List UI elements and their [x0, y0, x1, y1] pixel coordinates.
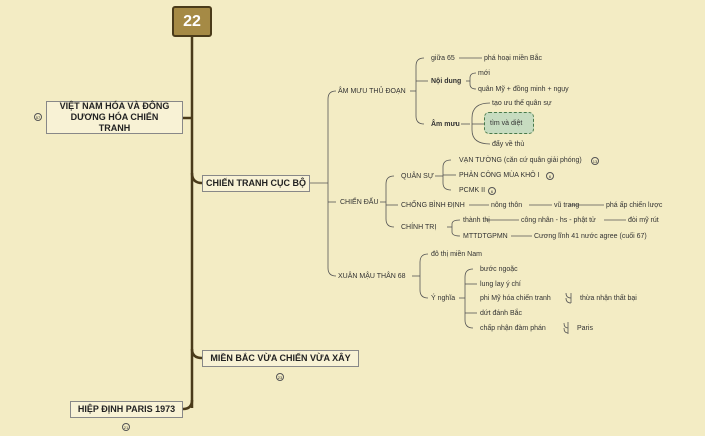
node-giua-65[interactable]: giữa 65: [431, 55, 455, 62]
node-buoc-ngoac[interactable]: bước ngoặc: [480, 266, 518, 273]
node-y-nghia[interactable]: Ý nghĩa: [431, 295, 456, 302]
pcmk2-badge: 6: [488, 187, 496, 195]
node-quan-su[interactable]: QUÂN SỰ: [401, 173, 434, 180]
node-day-ve[interactable]: đẩy về thủ: [492, 141, 525, 148]
node-tim-diet[interactable]: tìm và diệt: [490, 120, 523, 127]
node-xuan-mau-than[interactable]: XUÂN MẬU THÂN 68: [338, 273, 406, 280]
node-pcmk2[interactable]: PCMK II: [459, 187, 486, 194]
vnh-count-badge: 57: [34, 113, 42, 121]
node-chinh-tri[interactable]: CHÍNH TRỊ: [401, 224, 437, 231]
node-hiep-dinh-paris[interactable]: HIỆP ĐỊNH PARIS 1973: [70, 401, 183, 418]
highlight-tim-diet: [484, 112, 534, 134]
node-phi-my-hoa[interactable]: phi Mỹ hóa chiến tranh: [480, 295, 551, 302]
node-paris[interactable]: Paris: [577, 325, 593, 332]
node-am-muu[interactable]: Âm mưu: [431, 121, 460, 128]
paris-count-badge: 21: [122, 423, 130, 431]
van-tuong-badge: 13: [591, 157, 599, 165]
node-moi[interactable]: mới: [478, 70, 490, 77]
node-cuong-linh[interactable]: Cương lĩnh 41 nước agree (cuối 67): [534, 233, 647, 240]
mien-bac-count-badge: 23: [276, 373, 284, 381]
node-chong-binh-dinh[interactable]: CHỐNG BÌNH ĐỊNH: [401, 202, 465, 209]
node-chien-dau[interactable]: CHIẾN ĐẤU: [340, 199, 379, 206]
node-thua-nhan[interactable]: thừa nhận thất bại: [580, 295, 637, 302]
node-noi-dung[interactable]: Nội dung: [431, 78, 462, 85]
node-thanh-thi[interactable]: thành thị: [463, 217, 490, 224]
node-chap-nhan[interactable]: chấp nhận đàm phán: [480, 325, 546, 332]
node-vu-trang[interactable]: vũ trang: [554, 202, 580, 209]
node-cong-nhan[interactable]: công nhân - hs - phật tử: [521, 217, 596, 224]
node-quan-my[interactable]: quân Mỹ + đồng minh + ngụy: [478, 86, 569, 93]
node-pha-hoai[interactable]: phá hoại miền Bắc: [484, 55, 542, 62]
node-chien-tranh-cuc-bo[interactable]: CHIẾN TRANH CỤC BỘ: [202, 175, 310, 192]
node-mttdtgpmn[interactable]: MTTDTGPMN: [463, 233, 508, 240]
phan-cong-badge: 6: [546, 172, 554, 180]
node-do-thi[interactable]: đô thị miền Nam: [431, 251, 482, 258]
node-doi-my-rut[interactable]: đòi mỹ rút: [628, 217, 659, 224]
node-nong-thon[interactable]: nông thôn: [491, 202, 523, 209]
node-van-tuong[interactable]: VẠN TƯỜNG (căn cứ quân giải phóng): [459, 157, 582, 164]
node-lung-lay[interactable]: lung lay ý chí: [480, 281, 521, 288]
node-phan-cong[interactable]: PHẢN CÔNG MÙA KHÔ I: [459, 172, 540, 179]
root-node[interactable]: 22: [172, 6, 212, 37]
node-am-muu-thu-doan[interactable]: ÂM MƯU THỦ ĐOẠN: [338, 88, 406, 95]
node-dut-danh[interactable]: dứt đánh Bắc: [480, 310, 523, 317]
node-pha-ap[interactable]: phá ấp chiến lược: [606, 202, 663, 209]
node-tao-uu-the[interactable]: tạo ưu thế quân sự: [492, 100, 552, 107]
node-vietnam-hoa[interactable]: VIỆT NAM HÓA VÀ ĐÔNG DƯƠNG HÓA CHIẾN TRA…: [46, 101, 183, 134]
node-mien-bac[interactable]: MIỀN BẮC VỪA CHIẾN VỪA XÂY: [202, 350, 359, 367]
